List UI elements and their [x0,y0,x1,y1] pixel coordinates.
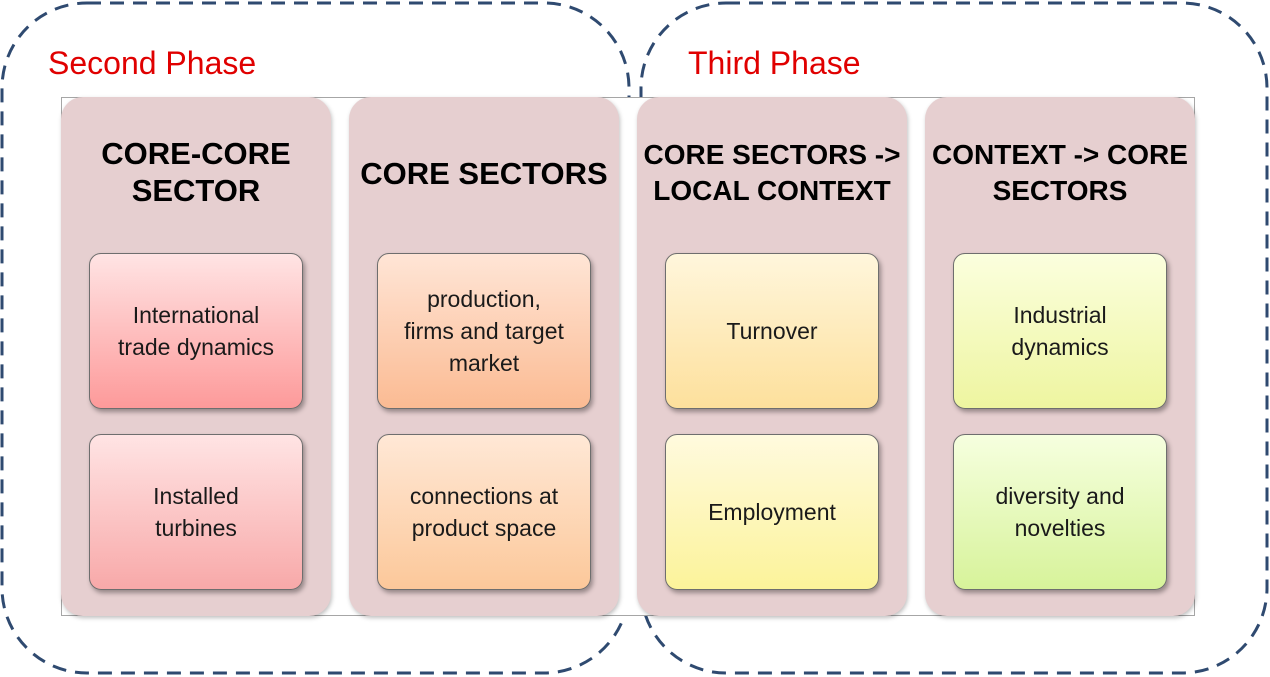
box-text-line: Employment [708,499,836,525]
box-industrial-dynamics: Industrial dynamics [953,253,1167,409]
box-text-line: product space [411,515,557,541]
third-phase-label: Third Phase [688,45,861,81]
third-phase-outline [639,1,1269,675]
column-title-line: LOCAL CONTEXT [653,175,891,206]
box-connections-product-space: connections at product space [377,434,591,590]
column-title: CONTEXT -> CORE SECTORS [925,137,1195,209]
box-text-line: novelties [1014,515,1106,541]
column-title: CORE-CORE SECTOR [61,135,331,209]
box-text-line: turbines [155,515,237,541]
column-title-line: CORE SECTORS -> [643,139,901,170]
box-text-line: connections at [409,483,559,509]
box-diversity-novelties: diversity and novelties [953,434,1167,590]
second-phase-label: Second Phase [48,45,257,81]
box-text-line: market [448,350,520,376]
column-core-sectors: CORE SECTORS production, firms and targe… [349,97,619,616]
column-title: CORE SECTORS [349,155,619,192]
box-text-line: trade dynamics [118,334,274,360]
column-title-line: SECTORS [992,175,1128,206]
box-text-line: Industrial [1013,302,1107,328]
column-title-line: CONTEXT -> CORE [932,139,1188,170]
box-turnover: Turnover [665,253,879,409]
box-text-line: Turnover [726,318,818,344]
column-context-core-sectors: CONTEXT -> CORE SECTORS Industrial dynam… [925,97,1195,616]
box-text-line: Installed [153,483,239,509]
box-international-trade-dynamics: International trade dynamics [89,253,303,409]
box-text-line: dynamics [1011,334,1109,360]
box-installed-turbines: Installed turbines [89,434,303,590]
column-title-line: CORE-CORE [101,136,291,171]
column-title-line: CORE SECTORS [360,156,608,191]
box-text-line: production, [427,286,541,312]
column-title: CORE SECTORS -> LOCAL CONTEXT [637,137,907,209]
box-text-line: diversity and [995,483,1125,509]
box-text-line: firms and target [404,318,564,344]
box-employment: Employment [665,434,879,590]
column-core-core-sector: CORE-CORE SECTOR International trade dyn… [61,97,331,616]
box-production-firms-target-market: production, firms and target market [377,253,591,409]
box-text-line: International [132,302,260,328]
column-core-sectors-local-context: CORE SECTORS -> LOCAL CONTEXT Turnover E… [637,97,907,616]
column-title-line: SECTOR [131,173,261,208]
